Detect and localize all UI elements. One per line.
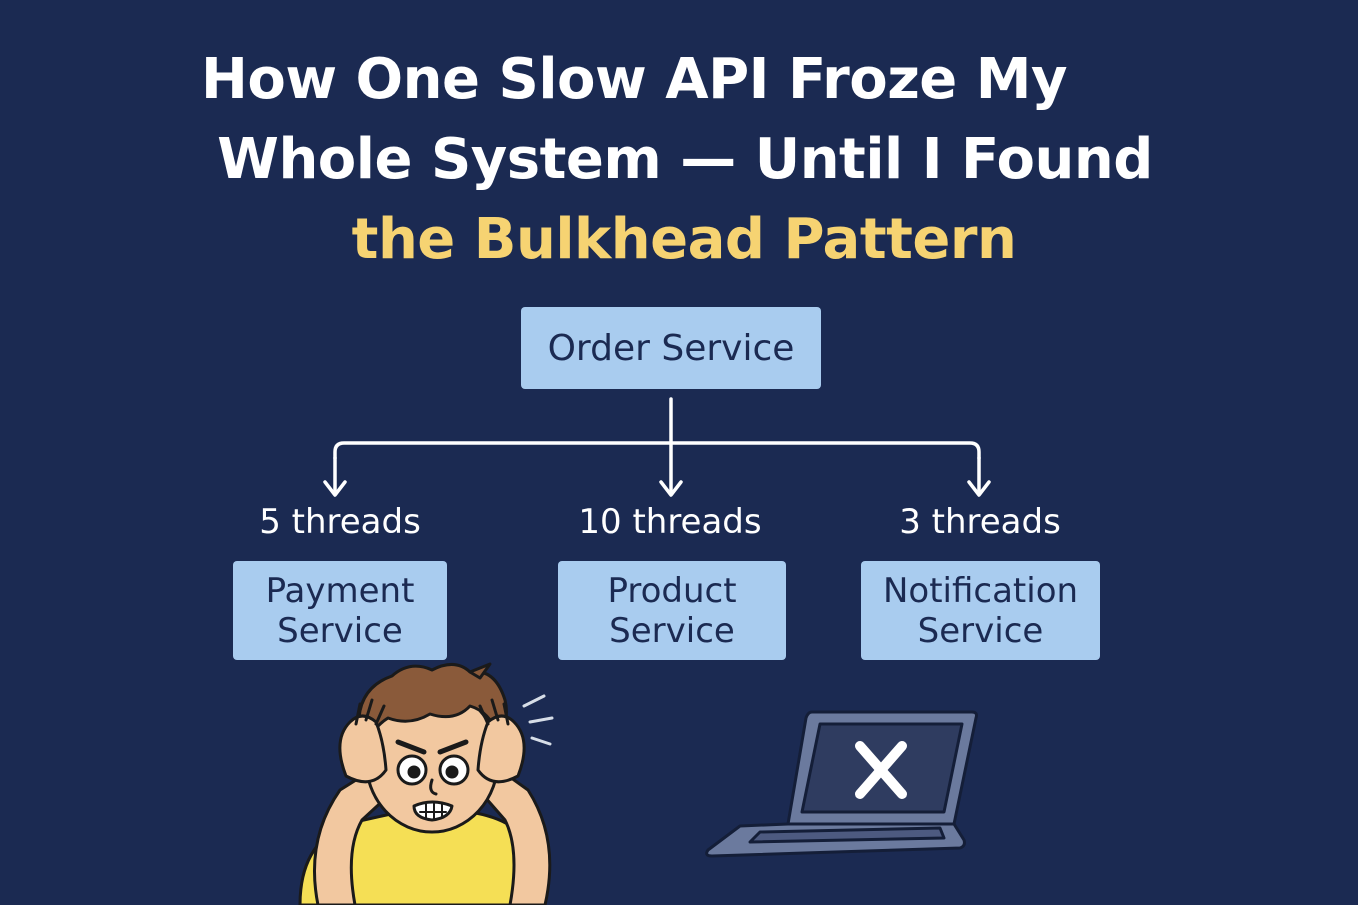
payment-service-label-line1: Payment — [265, 570, 415, 611]
title-line-2: Whole System — Until I Found — [217, 127, 1153, 192]
product-service-label-line2: Service — [609, 610, 735, 651]
arrowhead-right — [967, 480, 991, 497]
notification-service-label-line1: Notification — [882, 570, 1079, 611]
payment-service-box: Payment Service — [233, 561, 447, 660]
title-line-3-highlight: the Bulkhead Pattern — [351, 207, 1017, 272]
arrowhead-center — [659, 480, 683, 497]
product-service-label-line1: Product — [607, 570, 737, 611]
arrowhead-left — [323, 480, 347, 497]
product-service-box: Product Service — [558, 561, 786, 660]
payment-service-label-line2: Service — [277, 610, 403, 651]
notification-service-box: Notification Service — [861, 561, 1100, 660]
order-service-box: Order Service — [521, 307, 821, 389]
order-service-label: Order Service — [547, 327, 795, 369]
title-line-1: How One Slow API Froze My — [200, 47, 1068, 112]
notification-threads-label: 3 threads — [899, 502, 1061, 542]
payment-threads-label: 5 threads — [259, 502, 421, 542]
product-threads-label: 10 threads — [578, 502, 762, 542]
branch-line — [333, 441, 981, 460]
page-title: How One Slow API Froze My Whole System —… — [0, 40, 1358, 280]
notification-service-label-line2: Service — [917, 610, 1044, 651]
